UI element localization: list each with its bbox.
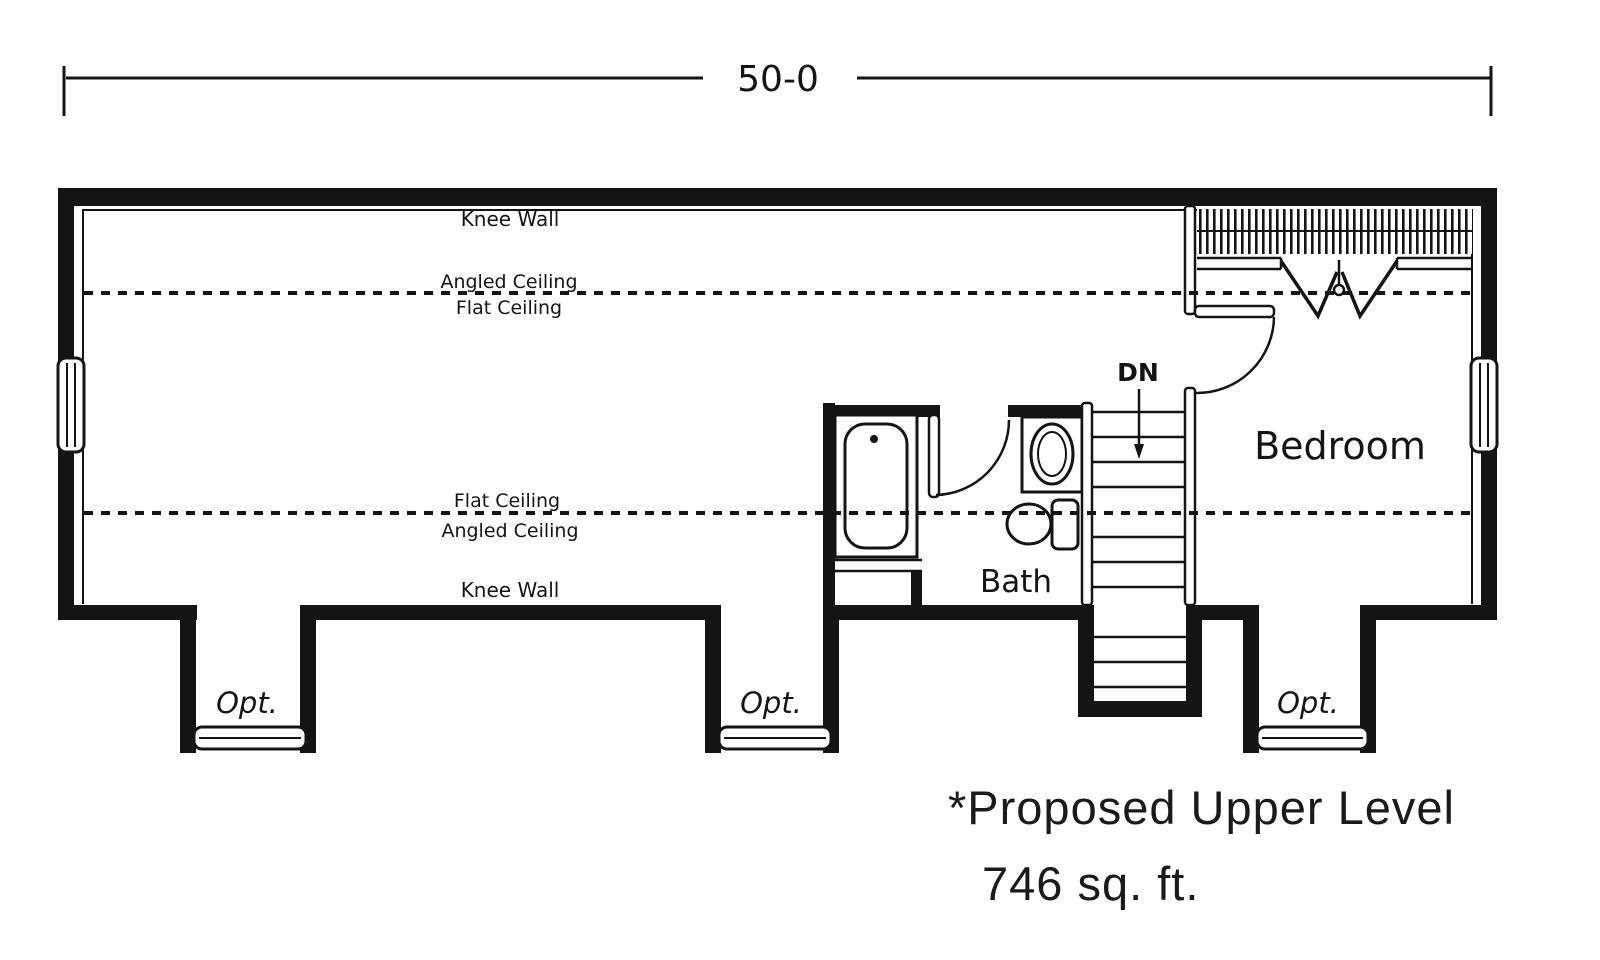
bedroom-label: Bedroom [1254,424,1426,468]
dormer2-wall-right [823,605,839,753]
bath-wall-left [823,403,835,605]
bath-door-leaf [927,413,941,499]
stairwell-wall-left [1078,605,1094,717]
dimension-line [62,66,1493,116]
dormer3-wall-right [1360,605,1376,753]
flat-ceiling-label-bottom: Flat Ceiling [454,490,560,512]
dimension-label: 50-0 [737,59,819,100]
bedroom-door [1193,304,1276,395]
optional-window-label-3: Opt. [1277,686,1339,720]
bathtub [833,413,919,559]
knee-wall-segment [58,605,197,620]
bath-wall-stub [911,571,922,605]
angled-ceiling-label-top: Angled Ceiling [440,271,577,293]
optional-window-label-1: Opt. [216,686,278,720]
knee-wall-label-top: Knee Wall [461,207,560,231]
bath-door-swing-arc [935,419,1011,497]
dormer1-wall-right [300,605,316,753]
knee-wall-segment [1186,605,1259,620]
knee-wall-label-bottom: Knee Wall [461,578,560,602]
knee-wall-segment [300,605,721,620]
knee-wall-segment [1360,605,1497,620]
bifold-doors [1279,260,1399,320]
caption-area: 746 sq. ft. [982,857,1200,910]
closet [1183,204,1473,320]
bedroom-door-leaf [1193,304,1276,319]
stairwell-wall-bottom [1078,701,1202,717]
stairs [1080,386,1197,689]
stair-rail-right [1183,386,1197,607]
stairwell-wall-right [1186,605,1202,717]
right-window [1467,356,1501,454]
bedroom-door-swing-arc [1195,316,1276,395]
bathroom [823,403,1092,605]
closet-shelf-edge [1197,256,1473,271]
angled-ceiling-label-bottom: Angled Ceiling [441,520,578,542]
ceiling-break-lines [84,291,1472,515]
tub-drain [870,435,878,443]
bath-wall-top-right [1008,405,1092,417]
dormer-windows [192,725,1370,751]
toilet [1005,498,1080,551]
bath-sink [1020,415,1084,494]
caption-title: *Proposed Upper Level [948,781,1455,834]
dormer1-wall-left [180,605,196,753]
optional-window-label-2: Opt. [740,686,802,720]
stair-down-label: DN [1117,358,1159,387]
down-arrow-head [1134,444,1144,459]
exterior-walls [58,188,1497,753]
tub-deck [835,558,922,573]
dormer2-wall-left [705,605,721,753]
closet-wall-left [1183,204,1197,316]
left-window [54,356,88,454]
knee-wall-segment [823,605,1094,620]
flat-ceiling-label-top: Flat Ceiling [456,297,562,319]
wall-top [58,188,1497,206]
stair-rail-left [1080,401,1094,607]
bath-label: Bath [980,564,1052,600]
dormer3-wall-left [1243,605,1259,753]
bifold-pull-knob [1332,283,1346,297]
